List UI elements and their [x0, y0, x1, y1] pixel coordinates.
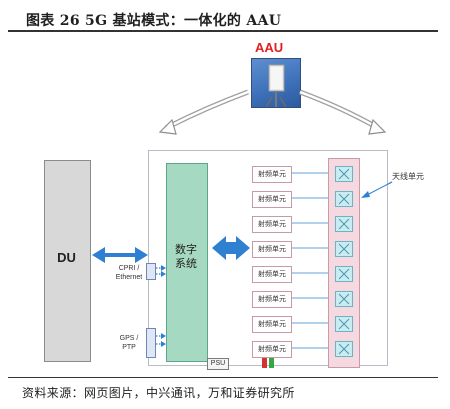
aau-label: AAU — [255, 40, 284, 55]
antenna-element-icon — [335, 341, 353, 357]
figure-header: 图表 26 5G 基站模式：一体化的 AAU — [8, 4, 438, 30]
antenna-column — [328, 158, 360, 368]
rf-unit: 射频单元 — [252, 316, 292, 333]
gps-port — [146, 328, 156, 358]
aau-right-arrowhead — [368, 118, 387, 135]
rf-unit: 射频单元 — [252, 341, 292, 358]
cpri-ethernet-label: CPRI / Ethernet — [115, 265, 143, 281]
antenna-element-icon — [335, 166, 353, 182]
antenna-unit-label: 天线单元 — [392, 172, 424, 181]
antenna-element-icon — [335, 241, 353, 257]
aau-photo — [251, 58, 301, 108]
figure-title: 图表 26 5G 基站模式：一体化的 AAU — [26, 13, 282, 29]
cpri-port — [146, 263, 156, 280]
du-label: DU — [57, 250, 76, 265]
rf-unit: 射频单元 — [252, 216, 292, 233]
antenna-element-icon — [335, 191, 353, 207]
aau-right-arrow-inner — [299, 90, 379, 130]
rf-unit: 射频单元 — [252, 266, 292, 283]
status-led-red — [262, 358, 267, 368]
title-divider — [8, 30, 438, 32]
rf-unit: 射频单元 — [252, 166, 292, 183]
rf-unit: 射频单元 — [252, 191, 292, 208]
antenna-element-icon — [335, 216, 353, 232]
psu-block: PSU — [207, 358, 229, 370]
digital-system-label: 数字 系统 — [175, 243, 197, 270]
du-block — [44, 160, 91, 362]
gps-ptp-label: GPS / PTP — [119, 335, 139, 351]
aau-left-arrow-inner — [165, 90, 249, 130]
antenna-element-icon — [335, 291, 353, 307]
antenna-element-icon — [335, 266, 353, 282]
figure-source: 资料来源：网页图片，中兴通讯，万和证券研究所 — [22, 386, 295, 400]
aau-left-arrowhead — [158, 118, 177, 135]
aau-device-icon — [265, 64, 287, 108]
antenna-element-icon — [335, 316, 353, 332]
status-led-green — [269, 358, 274, 368]
digital-system-block — [166, 163, 208, 362]
source-divider — [8, 377, 438, 378]
rf-unit: 射频单元 — [252, 291, 292, 308]
du-cpri-double-arrow — [92, 247, 148, 263]
rf-unit: 射频单元 — [252, 241, 292, 258]
